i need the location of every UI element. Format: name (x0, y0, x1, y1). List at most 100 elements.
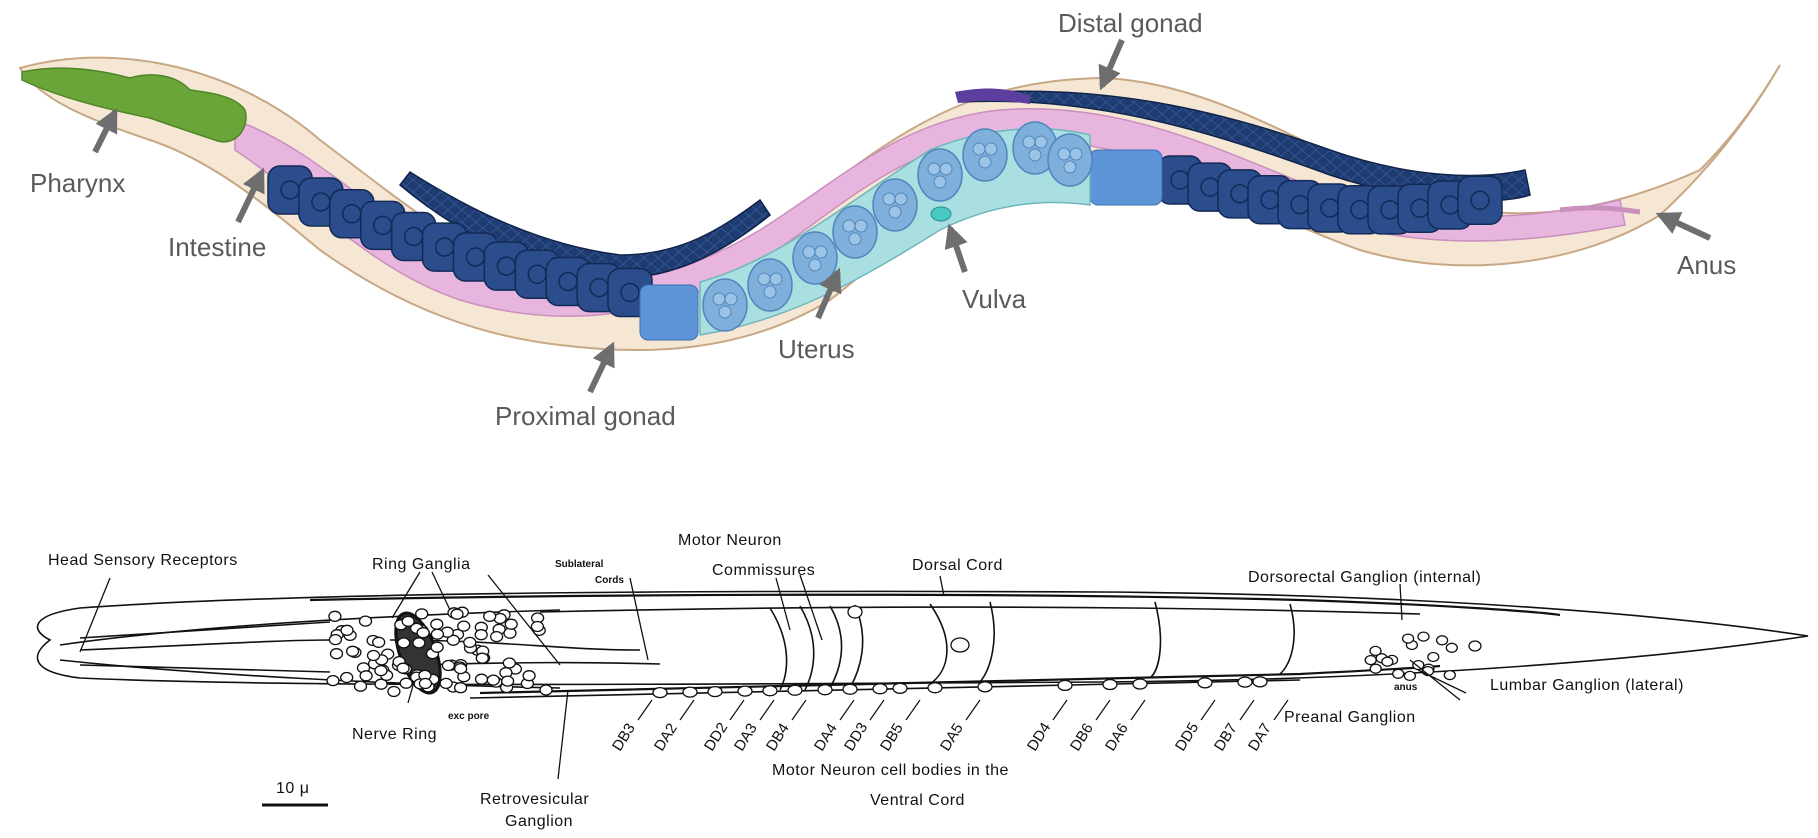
ganglion-cell (531, 622, 543, 632)
label-intestine: Intestine (168, 232, 266, 262)
ganglion-cell (1382, 657, 1393, 666)
ganglion-cell (476, 653, 488, 663)
embryo (918, 149, 962, 201)
ganglion-cell (455, 683, 467, 693)
neuron-leader (638, 700, 652, 720)
neuron-label-dd5: DD5 (1172, 720, 1202, 754)
dorsal-cord-2 (540, 607, 1420, 614)
embryo (833, 206, 877, 258)
ganglion-cell (431, 642, 443, 652)
embryo (963, 129, 1007, 181)
ganglion-cell (431, 619, 443, 629)
neuron-leader (840, 700, 854, 720)
neuron-leader (1201, 700, 1215, 720)
arrow-vulva (950, 228, 965, 272)
label-dorsorectal: Dorsorectal Ganglion (internal) (1248, 569, 1481, 586)
arrow-anus (1660, 215, 1710, 238)
label-cell-bodies-2: Ventral Cord (870, 792, 965, 809)
neuron-leader (966, 700, 980, 720)
motor-neuron-cell-body (1253, 677, 1267, 687)
motor-neuron-cell-body (1198, 678, 1212, 688)
embryo (748, 259, 792, 311)
ganglion-cell (502, 676, 514, 686)
motor-neuron-cell-body (893, 683, 907, 693)
label-cell-bodies-1: Motor Neuron cell bodies in the (772, 762, 1009, 779)
ganglion-cell (442, 661, 454, 671)
head-receptors (80, 622, 330, 672)
motor-neuron-cell-body (1133, 679, 1147, 689)
label-vulva: Vulva (962, 284, 1027, 314)
spermatheca-anterior (640, 285, 698, 340)
ganglion-cell (329, 611, 341, 621)
neuron-leader (1240, 700, 1254, 720)
embryo (793, 232, 837, 284)
ganglion-cell (476, 674, 488, 684)
ganglion-cell (1404, 671, 1415, 680)
ganglion-cell (491, 632, 503, 642)
spermatheca-posterior (1090, 150, 1162, 205)
label-exc-pore: exc pore (448, 711, 490, 722)
label-head-sensory: Head Sensory Receptors (48, 552, 238, 569)
neuron-leader (792, 700, 806, 720)
worm-anatomy-diagram: Pharynx Intestine Distal gonad Uterus Vu… (20, 8, 1780, 431)
ganglion-cell (327, 676, 339, 686)
motor-neuron-cell-body (873, 684, 887, 694)
ganglion-cell (505, 619, 517, 629)
label-anus: Anus (1677, 250, 1736, 280)
label-commissures: Commissures (712, 562, 815, 579)
embryo (1048, 134, 1092, 186)
ganglion-cell (373, 637, 385, 647)
motor-neuron-cell-body (653, 688, 667, 698)
neuron-label-db5: DB5 (877, 720, 907, 754)
embryo (703, 279, 747, 331)
motor-neuron-cell-body (1103, 680, 1117, 690)
nervous-labels: Head Sensory Receptors Ring Ganglia Subl… (48, 532, 1684, 830)
neuron-label-db7: DB7 (1211, 720, 1241, 754)
neuron-label-dd2: DD2 (701, 720, 731, 754)
neuron-label-da6: DA6 (1102, 720, 1132, 754)
ganglion-cell (355, 681, 367, 691)
label-anus-small: anus (1394, 682, 1418, 693)
ganglion-cell (540, 685, 552, 695)
embryo (873, 179, 917, 231)
label-ring-ganglia: Ring Ganglia (372, 556, 471, 573)
neuron-label-da7: DA7 (1245, 720, 1275, 754)
arrow-proximal-gonad (590, 346, 612, 392)
neuron-label-da2: DA2 (651, 720, 681, 754)
label-retro-2: Ganglion (505, 813, 573, 830)
ganglion-cell (523, 671, 535, 681)
ganglion-cell (341, 625, 353, 635)
motor-neuron-cell-body (708, 687, 722, 697)
ganglion-cell (360, 616, 372, 626)
ganglion-cell (1370, 664, 1381, 673)
label-uterus: Uterus (778, 334, 855, 364)
neuron-label-da3: DA3 (731, 720, 761, 754)
motor-neuron-cell-body (978, 682, 992, 692)
ganglion-cell (388, 687, 400, 697)
ganglion-cell (1413, 661, 1424, 670)
oocyte (1458, 176, 1502, 224)
motor-neuron-cell-body (1058, 680, 1072, 690)
ganglion-cell (1444, 671, 1455, 680)
label-sublateral: Sublateral (555, 559, 604, 570)
label-nerve-ring: Nerve Ring (352, 726, 437, 743)
ganglion-cell (329, 635, 341, 645)
ganglion-cell (397, 663, 409, 673)
neuron-leader (730, 700, 744, 720)
motor-neuron-cell-body (788, 685, 802, 695)
ganglion-cell (398, 638, 410, 648)
ganglion-cell (1418, 632, 1429, 641)
label-dorsal-cord: Dorsal Cord (912, 557, 1003, 574)
motor-neuron-cell-body (763, 686, 777, 696)
neuron-label-db4: DB4 (763, 720, 793, 754)
ganglion-cell (1428, 653, 1439, 662)
neuron-leader (906, 700, 920, 720)
ganglion-cell (440, 678, 452, 688)
neuron-label-db3: DB3 (609, 720, 639, 754)
label-lumbar: Lumbar Ganglion (lateral) (1490, 677, 1684, 694)
ganglion-cell (375, 666, 387, 676)
label-distal-gonad: Distal gonad (1058, 8, 1203, 38)
neuron-ticks (638, 700, 1288, 720)
